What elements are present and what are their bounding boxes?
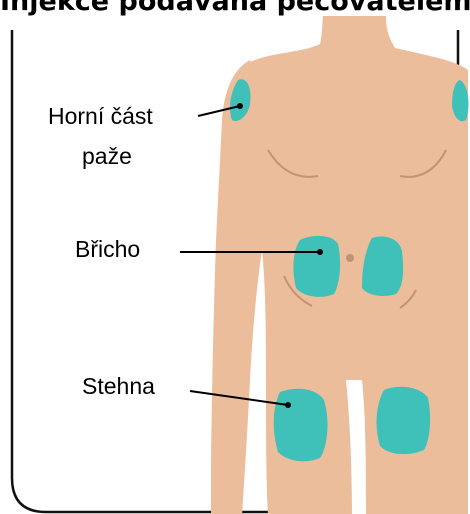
label-abdomen: Břicho [75,234,140,264]
label-thighs: Stehna [82,371,155,401]
leader-dot-upper-arm [237,103,243,109]
label-upper-arm-line2: paže [82,141,132,171]
injection-site-abdomen-left [293,236,340,297]
navel [346,254,354,262]
injection-site-thigh-left [274,389,328,462]
torso [258,120,442,350]
label-upper-arm-line1: Horní část [48,101,153,131]
leader-dot-thigh [285,402,291,408]
injection-site-thigh-right [377,387,431,454]
leader-dot-abdomen [317,249,323,255]
